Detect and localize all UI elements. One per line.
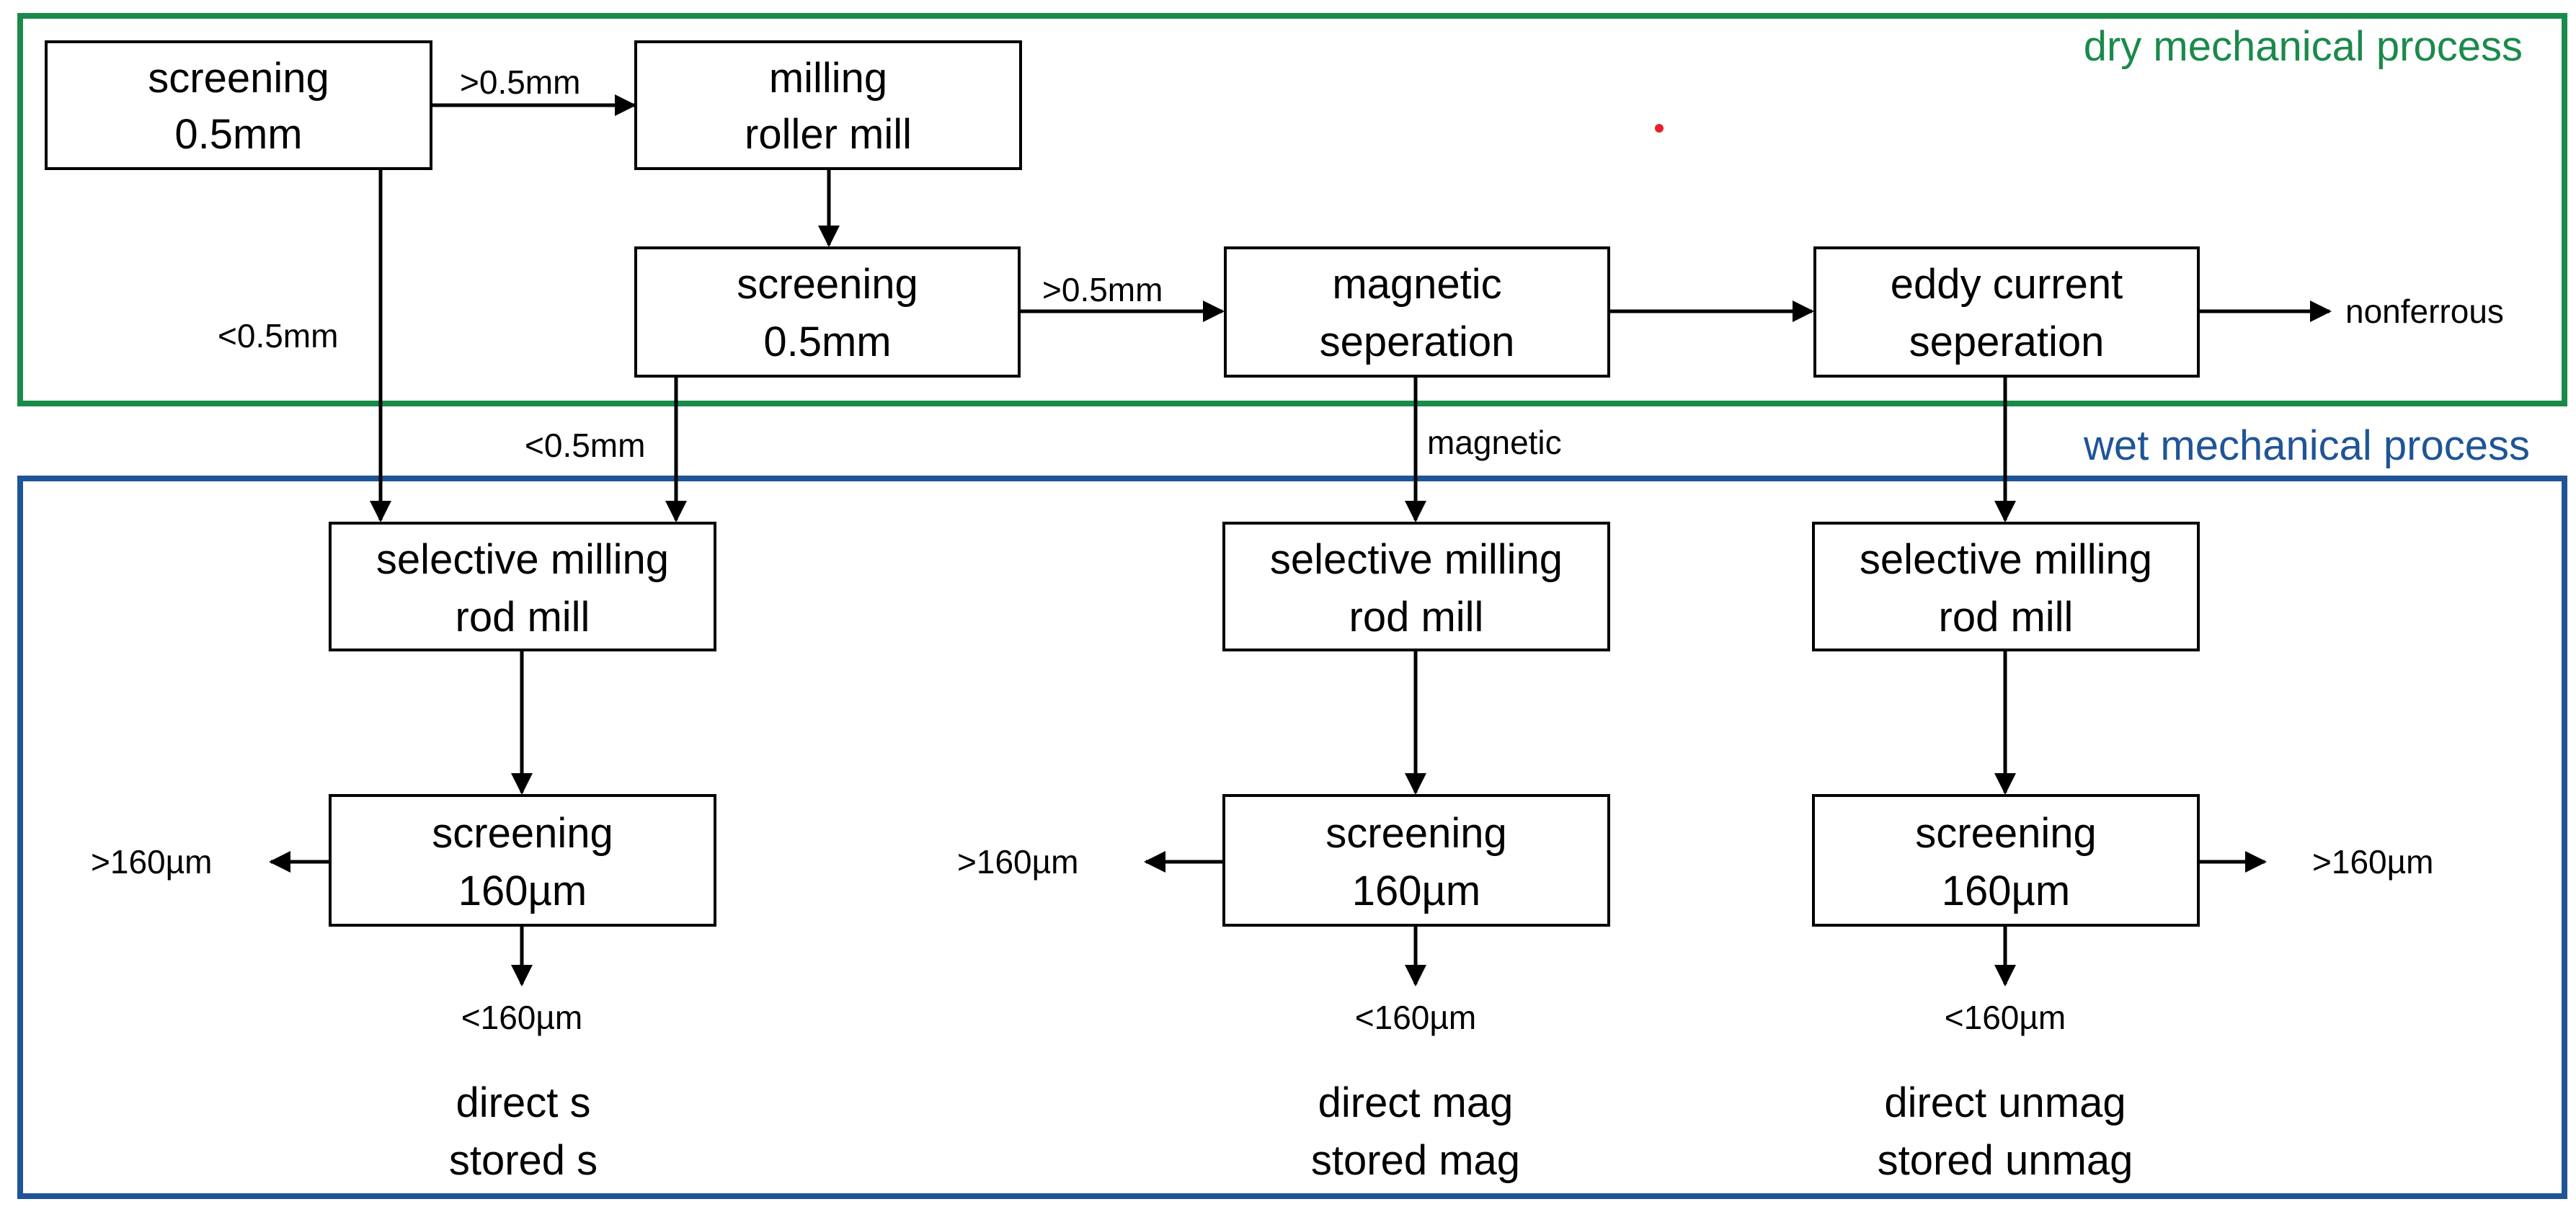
svg-text:direct mag: direct mag (1318, 1079, 1514, 1126)
svg-text:screening: screening (1325, 810, 1506, 857)
label-s-coarse: >160µm (91, 843, 212, 881)
node-selective-milling-s: selective milling rod mill (329, 522, 716, 651)
label-unmag-coarse: >160µm (2312, 843, 2433, 881)
svg-text:direct s: direct s (456, 1079, 591, 1126)
svg-text:160µm: 160µm (458, 868, 587, 914)
node-screening-160um-unmag: screening 160µm (1812, 794, 2200, 927)
dry-process-region (17, 13, 2567, 406)
label-unmag-fine: <160µm (1945, 999, 2066, 1036)
svg-text:stored mag: stored mag (1311, 1137, 1520, 1184)
label-s2-coarse: >0.5mm (1042, 271, 1163, 308)
svg-text:seperation: seperation (1909, 318, 2105, 365)
svg-text:stored unmag: stored unmag (1878, 1137, 2133, 1184)
svg-text:milling: milling (769, 55, 887, 102)
svg-text:seperation: seperation (1320, 318, 1515, 365)
node-milling-roller-mill: milling roller mill (634, 40, 1022, 170)
node-selective-milling-mag: selective milling rod mill (1222, 522, 1610, 651)
svg-text:selective milling: selective milling (1270, 536, 1563, 583)
label-s-fine: <160µm (461, 999, 582, 1036)
svg-text:stored s: stored s (449, 1137, 598, 1184)
svg-text:160µm: 160µm (1352, 868, 1481, 914)
svg-text:screening: screening (148, 55, 329, 102)
svg-text:direct unmag: direct unmag (1884, 1079, 2126, 1126)
svg-text:rod mill: rod mill (1349, 594, 1484, 641)
output-s: direct s stored s (449, 1079, 598, 1184)
node-screening-160um-mag: screening 160µm (1222, 794, 1610, 927)
label-magnetic: magnetic (1427, 424, 1562, 461)
svg-text:160µm: 160µm (1942, 868, 2071, 914)
output-unmag: direct unmag stored unmag (1878, 1079, 2133, 1184)
label-s1-coarse: >0.5mm (460, 63, 580, 101)
svg-text:0.5mm: 0.5mm (763, 318, 891, 365)
svg-text:eddy current: eddy current (1891, 261, 2123, 308)
label-s2-fine: <0.5mm (525, 427, 645, 464)
label-mag-coarse: >160µm (957, 843, 1078, 881)
wet-process-region (17, 476, 2567, 1199)
svg-text:magnetic: magnetic (1332, 261, 1501, 308)
red-marker-dot (1655, 124, 1664, 133)
node-screening-0.5mm-first: screening 0.5mm (45, 40, 432, 170)
svg-text:selective milling: selective milling (1860, 536, 2152, 583)
svg-text:screening: screening (432, 810, 613, 857)
node-magnetic-seperation: magnetic seperation (1224, 246, 1610, 378)
svg-text:screening: screening (737, 261, 918, 308)
output-mag: direct mag stored mag (1311, 1079, 1520, 1184)
label-nonferrous: nonferrous (2345, 293, 2504, 330)
label-mag-fine: <160µm (1355, 999, 1476, 1036)
svg-text:roller mill: roller mill (745, 111, 912, 158)
dry-process-title: dry mechanical process (2084, 23, 2523, 70)
label-s1-fine: <0.5mm (218, 317, 338, 355)
svg-text:0.5mm: 0.5mm (174, 111, 302, 158)
svg-text:screening: screening (1915, 810, 2096, 857)
svg-text:selective milling: selective milling (376, 536, 669, 583)
node-selective-milling-unmag: selective milling rod mill (1812, 522, 2200, 651)
node-screening-0.5mm-second: screening 0.5mm (634, 246, 1021, 378)
svg-text:rod mill: rod mill (1939, 594, 2074, 641)
node-screening-160um-s: screening 160µm (329, 794, 716, 927)
node-eddy-current-seperation: eddy current seperation (1813, 246, 2200, 378)
wet-process-title: wet mechanical process (2083, 422, 2530, 469)
svg-text:rod mill: rod mill (456, 594, 590, 641)
